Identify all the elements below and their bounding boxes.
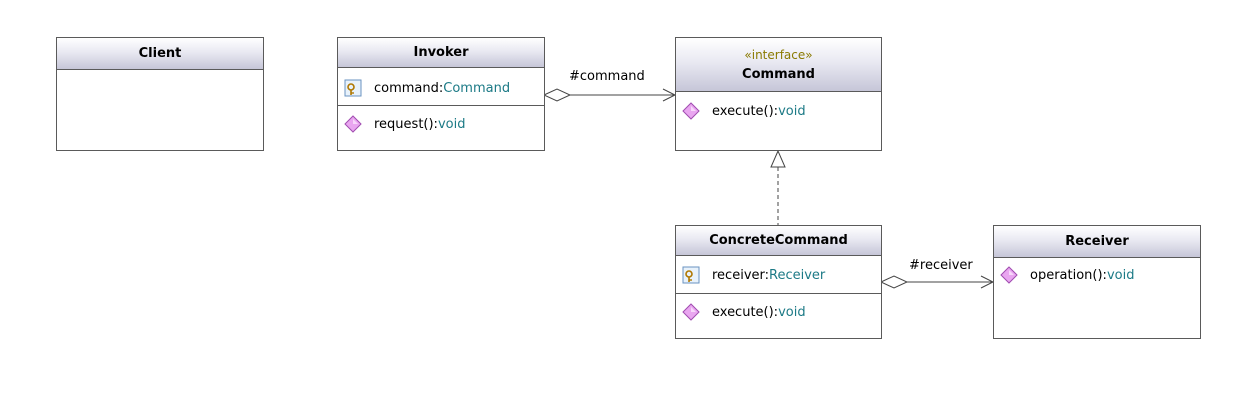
aggregation-invoker-command <box>542 88 677 102</box>
attribute-name: receiver: <box>712 267 770 283</box>
operation-name: execute(): <box>712 103 779 119</box>
attribute-type: Receiver <box>769 267 826 283</box>
field-key-icon <box>344 79 362 97</box>
class-header: Client <box>57 38 263 70</box>
method-diamond-icon <box>682 102 700 120</box>
relation-label-receiver: #receiver <box>909 258 973 273</box>
class-concrete-command[interactable]: ConcreteCommand receiver:Receiver execut… <box>675 225 882 339</box>
operation-name: operation(): <box>1030 267 1107 283</box>
class-header: «interface» Command <box>676 38 881 92</box>
operation-type: void <box>778 304 806 320</box>
class-header: Invoker <box>338 38 544 68</box>
operation-type: void <box>1106 267 1135 283</box>
attribute-section: receiver:Receiver <box>676 256 881 294</box>
operation-row[interactable]: execute():void <box>676 101 881 121</box>
operation-section: request():void <box>338 106 544 134</box>
stereotype-label: «interface» <box>744 47 813 62</box>
relation-label-command: #command <box>569 69 645 84</box>
class-client[interactable]: Client <box>56 37 264 151</box>
method-diamond-icon <box>682 303 700 321</box>
attribute-section: command:Command <box>338 68 544 106</box>
operation-section: operation():void <box>994 258 1200 285</box>
operation-name: request(): <box>374 116 438 132</box>
class-name: Client <box>138 46 182 61</box>
class-command[interactable]: «interface» Command execute():void <box>675 37 882 151</box>
operation-section: execute():void <box>676 294 881 322</box>
operation-row[interactable]: operation():void <box>994 265 1200 285</box>
attribute-row[interactable]: receiver:Receiver <box>676 265 881 285</box>
method-diamond-icon <box>344 115 362 133</box>
attribute-row[interactable]: command:Command <box>338 78 544 98</box>
class-header: ConcreteCommand <box>676 226 881 256</box>
operation-type: void <box>437 116 466 132</box>
operation-section: execute():void <box>676 92 881 121</box>
class-name: Invoker <box>413 45 469 60</box>
class-name: Receiver <box>1065 234 1129 249</box>
field-key-icon <box>682 266 700 284</box>
class-receiver[interactable]: Receiver operation():void <box>993 225 1201 339</box>
operation-row[interactable]: request():void <box>338 114 544 134</box>
class-header: Receiver <box>994 226 1200 258</box>
aggregation-concrete-receiver <box>879 275 995 289</box>
attribute-name: command: <box>374 80 444 96</box>
operation-name: execute(): <box>712 304 779 320</box>
operation-type: void <box>778 103 806 119</box>
operation-row[interactable]: execute():void <box>676 302 881 322</box>
method-diamond-icon <box>1000 266 1018 284</box>
class-name: Command <box>742 66 815 82</box>
class-invoker[interactable]: Invoker command:Command request():void <box>337 37 545 151</box>
realization-concrete-command <box>770 149 786 225</box>
class-name: ConcreteCommand <box>709 233 848 248</box>
attribute-type: Command <box>443 80 511 96</box>
